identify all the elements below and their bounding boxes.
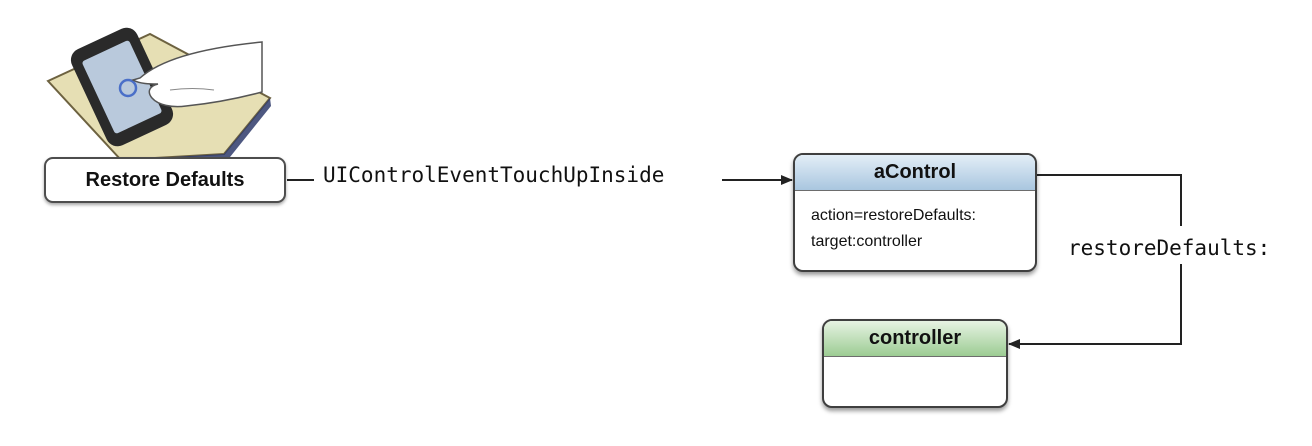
selector-message-label: restoreDefaults: (1068, 236, 1271, 260)
acontrol-title: aControl (795, 155, 1035, 191)
controller-object: controller (822, 319, 1008, 408)
hand-touching-iphone-icon (46, 27, 272, 168)
control-event-label: UIControlEventTouchUpInside (323, 163, 665, 187)
restore-defaults-button[interactable]: Restore Defaults (44, 157, 286, 203)
acontrol-target-line: target:controller (811, 233, 923, 250)
message-arrow (1008, 264, 1182, 349)
controller-title: controller (824, 321, 1006, 357)
restore-defaults-label: Restore Defaults (85, 168, 245, 191)
action-connector (1037, 174, 1182, 226)
acontrol-action-line: action=restoreDefaults: (811, 207, 976, 224)
acontrol-object: aControl action=restoreDefaults: target:… (793, 153, 1037, 272)
